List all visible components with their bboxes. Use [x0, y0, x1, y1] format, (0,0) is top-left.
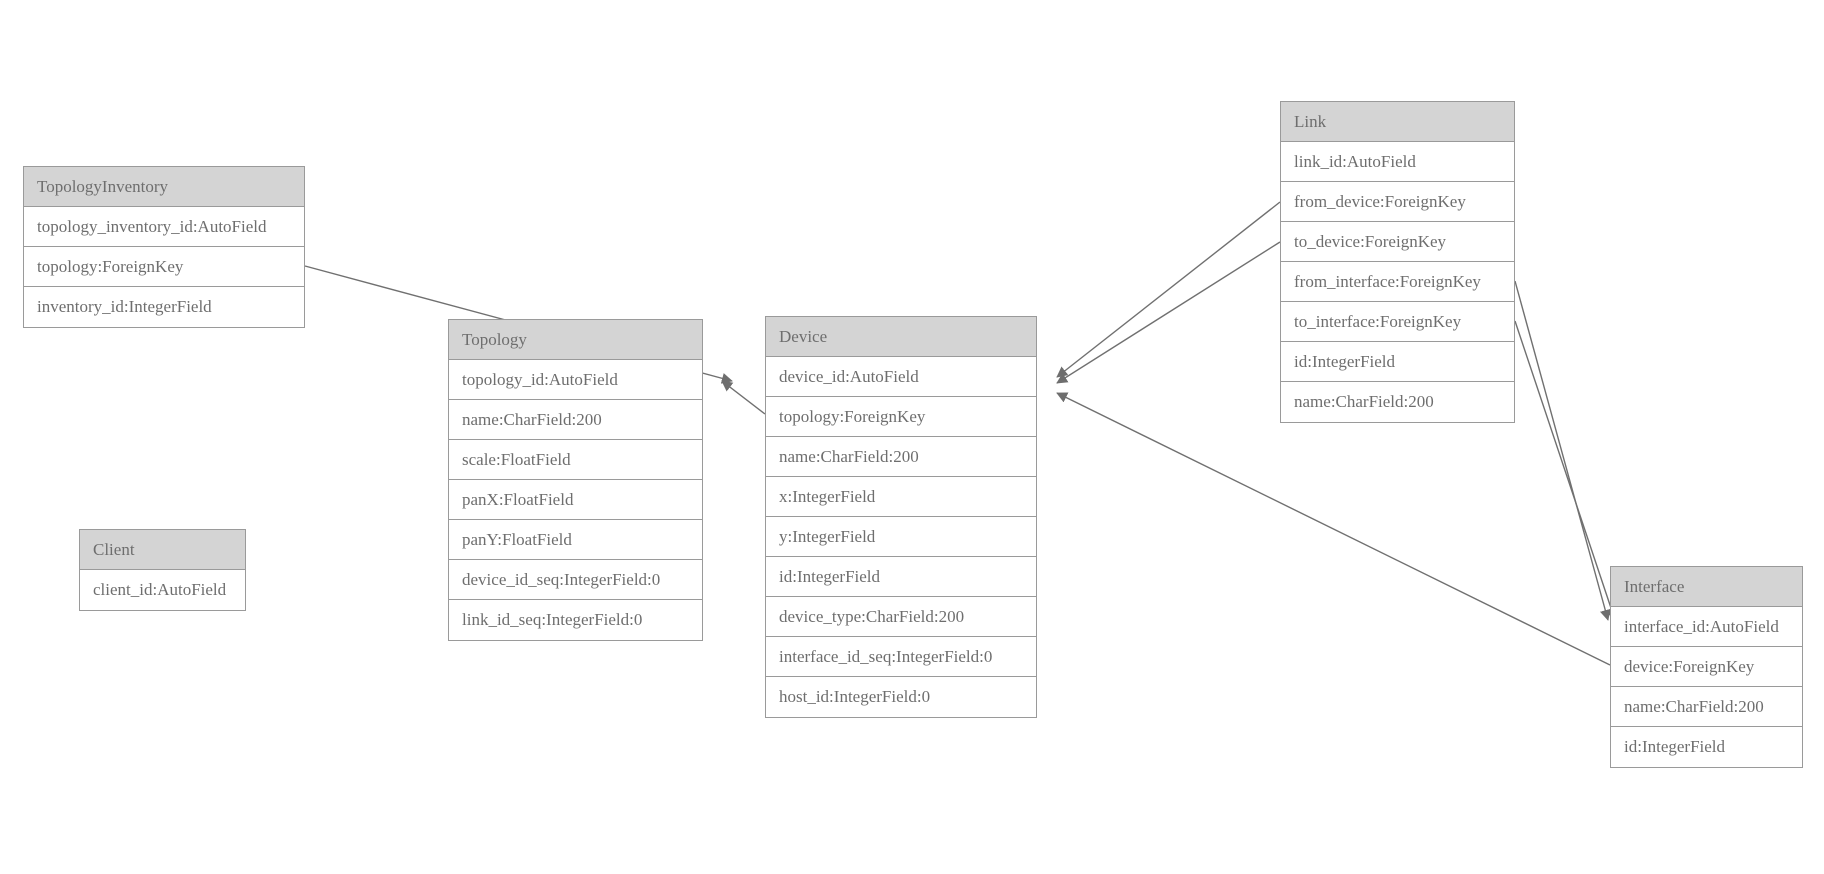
entity-field[interactable]: link_id_seq:IntegerField:0 — [462, 610, 643, 629]
entity-field[interactable]: from_device:ForeignKey — [1281, 182, 1514, 222]
entity-field[interactable]: to_device:ForeignKey — [1281, 222, 1514, 262]
entity-field[interactable]: topology_id:AutoField — [449, 360, 702, 400]
entity-topology[interactable]: Topology topology_id:AutoField name:Char… — [448, 319, 703, 641]
entity-title: Client — [80, 530, 245, 570]
entity-field[interactable]: device_type:CharField:200 — [766, 597, 1036, 637]
entity-title: Device — [766, 317, 1036, 357]
entity-link[interactable]: Link link_id:AutoField from_device:Forei… — [1280, 101, 1515, 423]
entity-device[interactable]: Device device_id:AutoField topology:Fore… — [765, 316, 1037, 718]
entity-field[interactable]: scale:FloatField — [449, 440, 702, 480]
entity-field-list: device_id:AutoField topology:ForeignKey … — [766, 357, 1036, 717]
entity-field[interactable]: panX:FloatField — [449, 480, 702, 520]
entity-title: Interface — [1611, 567, 1802, 607]
entity-interface[interactable]: Interface interface_id:AutoField device:… — [1610, 566, 1803, 768]
entity-title: Topology — [449, 320, 702, 360]
entity-field[interactable]: interface_id_seq:IntegerField:0 — [766, 637, 1036, 677]
entity-field[interactable]: interface_id:AutoField — [1611, 607, 1802, 647]
entity-field[interactable]: id:IntegerField — [1624, 737, 1726, 756]
entity-field[interactable]: client_id:AutoField — [93, 580, 227, 599]
entity-field[interactable]: topology:ForeignKey — [24, 247, 304, 287]
entity-field[interactable]: topology_inventory_id:AutoField — [24, 207, 304, 247]
entity-field[interactable]: topology:ForeignKey — [766, 397, 1036, 437]
relationship-edge — [1514, 280, 1611, 621]
entity-field[interactable]: device_id_seq:IntegerField:0 — [449, 560, 702, 600]
entity-topology-inventory[interactable]: TopologyInventory topology_inventory_id:… — [23, 166, 305, 328]
entity-title: TopologyInventory — [24, 167, 304, 207]
entity-field[interactable]: from_interface:ForeignKey — [1281, 262, 1514, 302]
entity-field[interactable]: id:IntegerField — [1281, 342, 1514, 382]
entity-field-list: interface_id:AutoField device:ForeignKey… — [1611, 607, 1802, 767]
entity-client[interactable]: Client client_id:AutoField — [79, 529, 246, 611]
relationship-edge — [1056, 201, 1281, 378]
entity-title: Link — [1281, 102, 1514, 142]
entity-field[interactable]: panY:FloatField — [449, 520, 702, 560]
entity-field[interactable]: device_id:AutoField — [766, 357, 1036, 397]
entity-field[interactable]: inventory_id:IntegerField — [37, 297, 212, 316]
entity-field[interactable]: device:ForeignKey — [1611, 647, 1802, 687]
relationship-edge — [721, 380, 766, 415]
entity-field-list: topology_inventory_id:AutoField topology… — [24, 207, 304, 327]
entity-field[interactable]: host_id:IntegerField:0 — [779, 687, 931, 706]
entity-field-list: client_id:AutoField — [80, 570, 245, 610]
entity-field[interactable]: name:CharField:200 — [1294, 392, 1434, 411]
entity-field-list: link_id:AutoField from_device:ForeignKey… — [1281, 142, 1514, 422]
relationship-edge — [1056, 392, 1611, 666]
relationship-edge — [1514, 320, 1618, 621]
entity-field[interactable]: link_id:AutoField — [1281, 142, 1514, 182]
entity-field[interactable]: name:CharField:200 — [449, 400, 702, 440]
entity-field[interactable]: id:IntegerField — [766, 557, 1036, 597]
entity-field[interactable]: y:IntegerField — [766, 517, 1036, 557]
entity-field-list: topology_id:AutoField name:CharField:200… — [449, 360, 702, 640]
relationship-edge — [1056, 241, 1281, 384]
entity-field[interactable]: x:IntegerField — [766, 477, 1036, 517]
entity-field[interactable]: name:CharField:200 — [1611, 687, 1802, 727]
entity-field[interactable]: name:CharField:200 — [766, 437, 1036, 477]
entity-field[interactable]: to_interface:ForeignKey — [1281, 302, 1514, 342]
